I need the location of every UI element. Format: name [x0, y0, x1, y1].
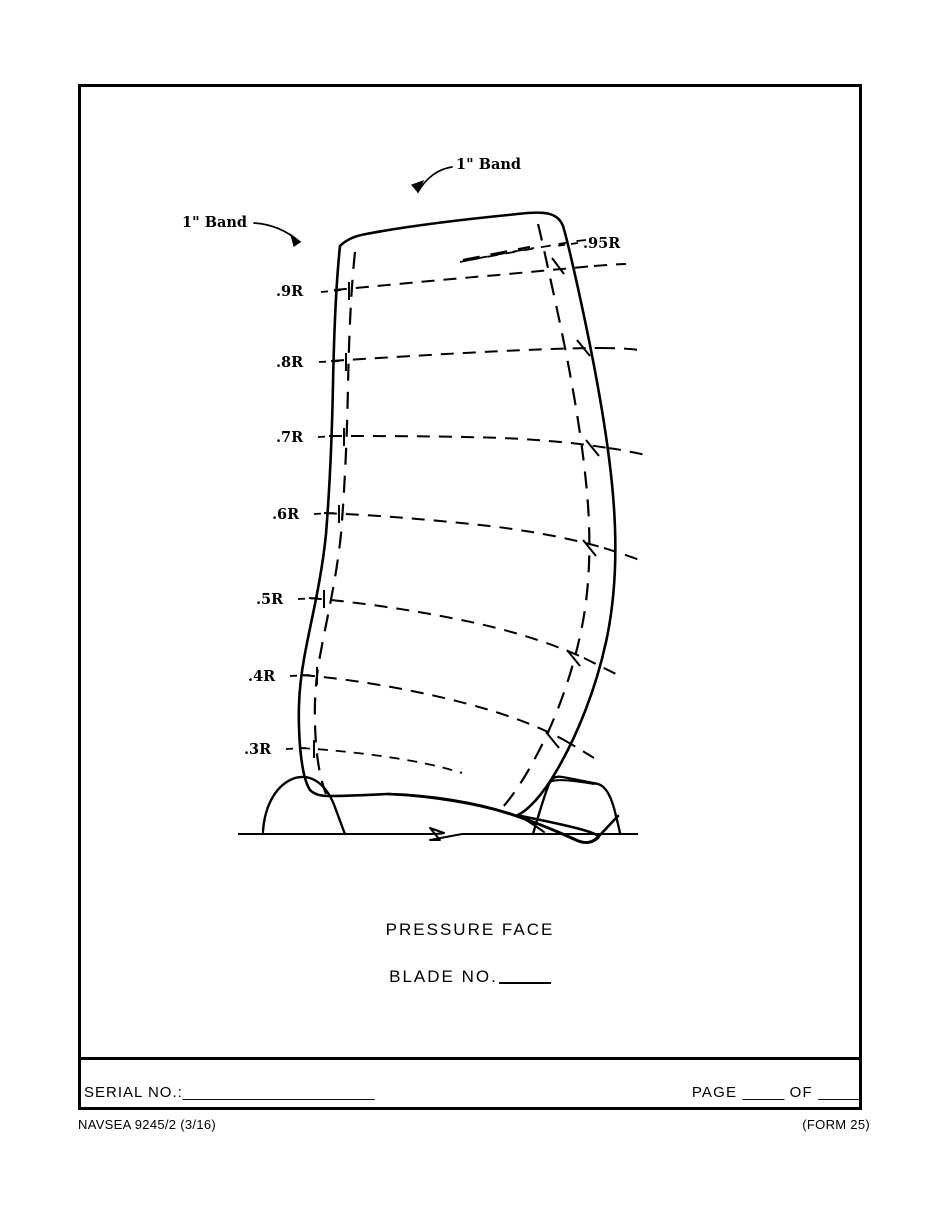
serial-no-blank: _______________________ — [182, 1084, 375, 1101]
form-id: (FORM 25) — [802, 1117, 870, 1132]
station-label-8r: .8R — [276, 354, 304, 371]
of-label: OF — [789, 1084, 813, 1101]
form-number: NAVSEA 9245/2 (3/16) — [78, 1117, 217, 1132]
caption-title: PRESSURE FACE — [385, 920, 555, 939]
station-label-7r: .7R — [276, 429, 304, 446]
band-label-left: 1" Band — [182, 214, 247, 231]
station-label-5r: .5R — [256, 591, 284, 608]
station-label-95r: .95R — [583, 235, 621, 252]
page-total-blank: _____ — [818, 1084, 860, 1101]
serial-no-label: SERIAL NO.: — [84, 1084, 183, 1101]
blade-no-label: BLADE NO. — [389, 967, 498, 986]
page-of-field[interactable]: PAGE _____ OF _____ — [692, 1084, 860, 1101]
station-label-3r: .3R — [244, 741, 272, 758]
form-border — [78, 84, 862, 1110]
band-label-right: 1" Band — [456, 156, 521, 173]
page-label: PAGE — [691, 1084, 738, 1101]
footer-divider — [78, 1057, 862, 1060]
page-number-blank: _____ — [742, 1084, 785, 1101]
caption-blade-no: BLADE NO. — [78, 967, 862, 987]
caption-block: PRESSURE FACE BLADE NO. — [78, 920, 862, 987]
serial-no-field[interactable]: SERIAL NO.:_______________________ — [84, 1084, 375, 1101]
blade-drawing: .95R .9R .8R .7R .6R .5R .4R .3R 1" Band… — [78, 84, 862, 884]
blade-no-blank[interactable] — [498, 982, 551, 984]
station-label-6r: .6R — [272, 506, 300, 523]
station-label-9r: .9R — [276, 283, 304, 300]
station-label-4r: .4R — [248, 668, 276, 685]
